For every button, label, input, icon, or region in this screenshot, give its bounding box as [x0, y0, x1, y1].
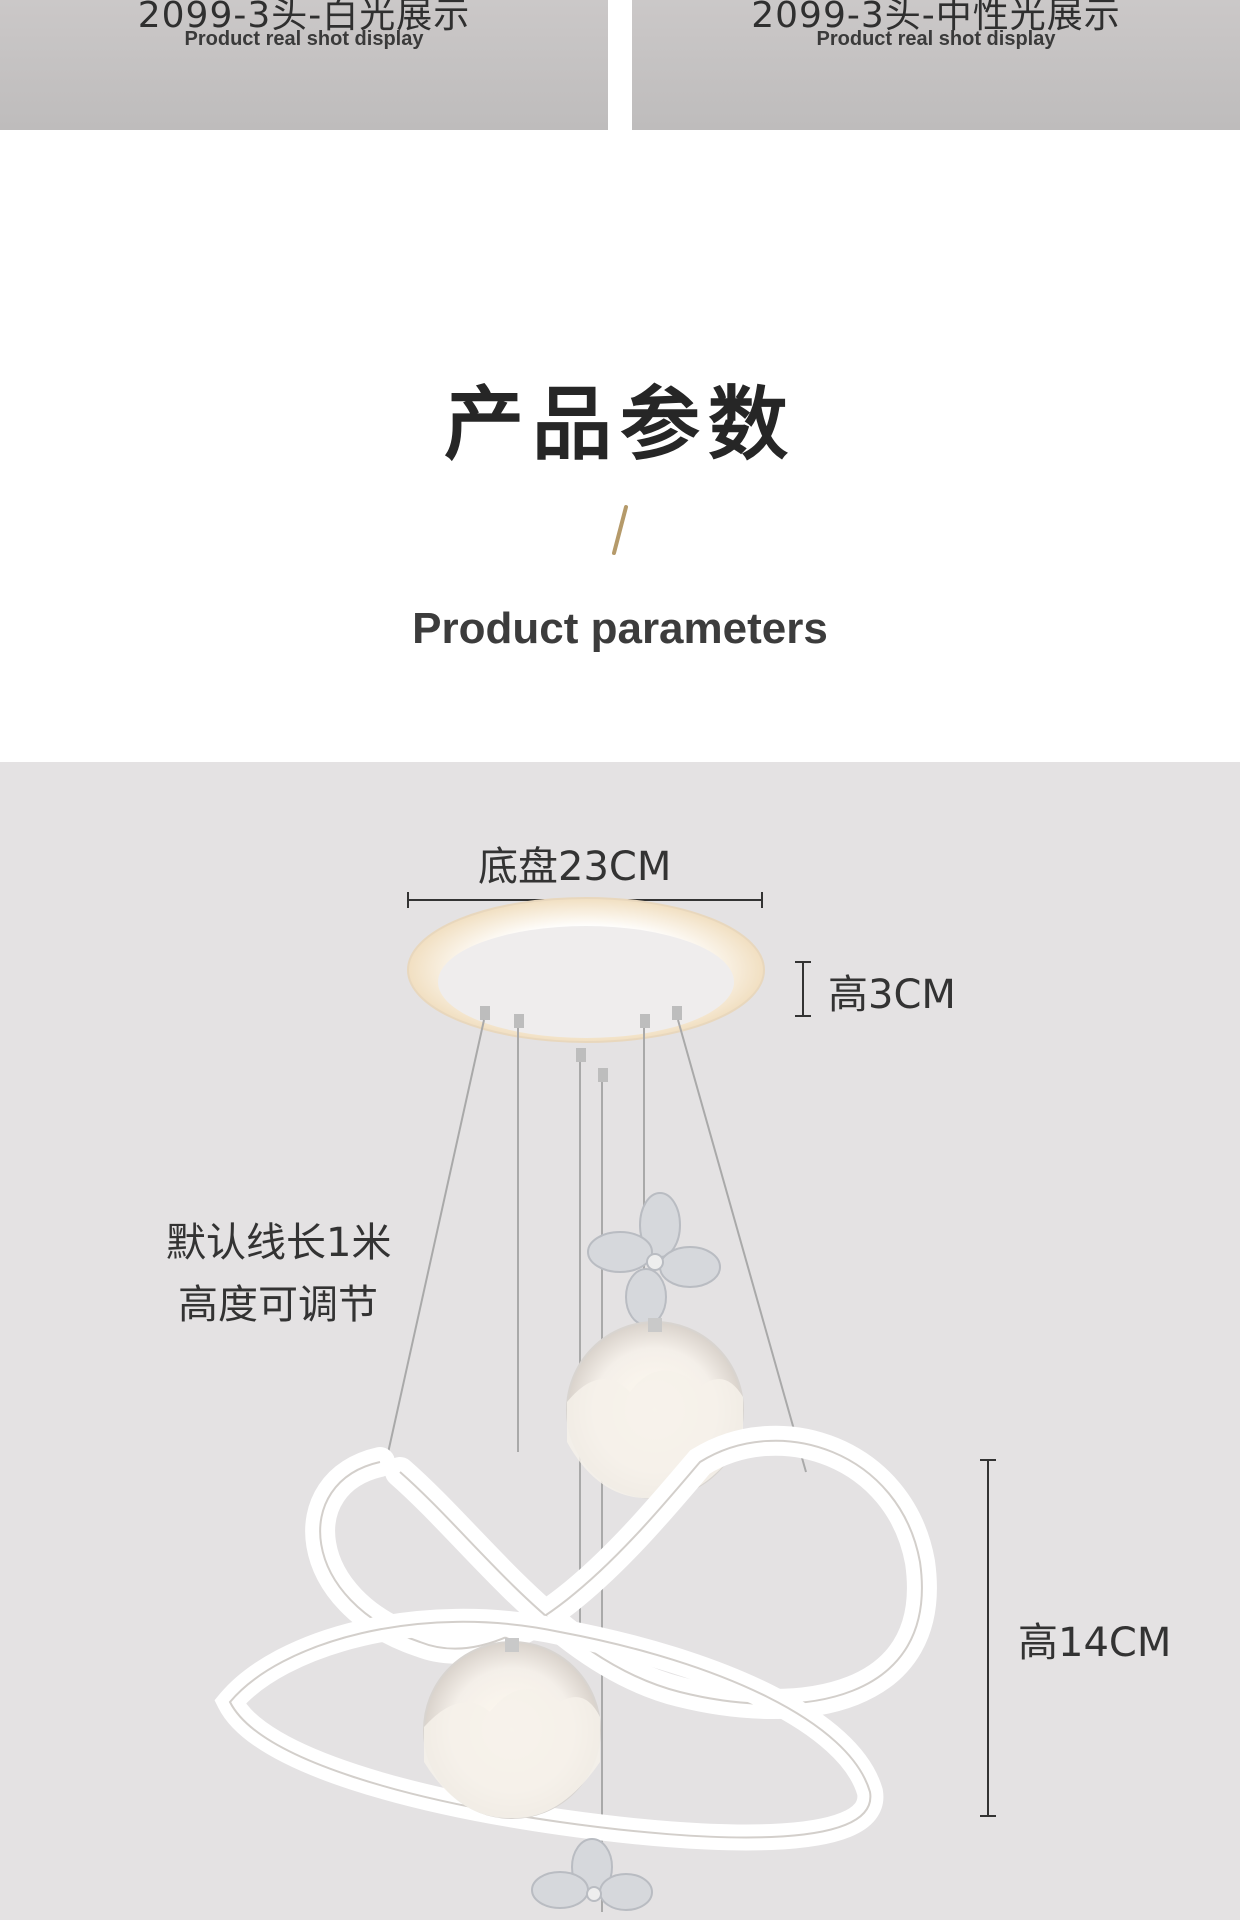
- section-title: 产品参数: [444, 378, 796, 471]
- base-diameter-label: 底盘23CM: [478, 844, 672, 890]
- base-height-dimension: [795, 961, 811, 1017]
- panel-title: 2099-3头-中性光展示: [751, 0, 1121, 36]
- body-height-label: 高14CM: [1018, 1620, 1172, 1666]
- cable-adjustable-label: 高度可调节: [178, 1282, 378, 1328]
- body-height-dimension: [980, 1459, 996, 1817]
- crystal-flower-top: [587, 1192, 721, 1332]
- panel-title: 2099-3头-白光展示: [137, 0, 471, 36]
- panel-subtitle: Product real shot display: [816, 28, 1056, 50]
- crystal-flower-bottom: [531, 1838, 653, 1911]
- panel-subtitle: Product real shot display: [184, 28, 424, 50]
- product-photo-white-light: 2099-3头-白光展示 Product real shot display: [0, 0, 608, 130]
- section-subtitle: Product parameters: [412, 604, 828, 653]
- spec-diagram-panel: 底盘23CM 高3CM 默认线长1米 高度可调节 高14CM: [0, 762, 1240, 1920]
- cable-length-label: 默认线长1米: [166, 1220, 392, 1266]
- base-height-label: 高3CM: [828, 972, 956, 1018]
- ceiling-canopy: [407, 897, 765, 1082]
- glass-globe-top: [566, 1318, 744, 1499]
- led-loop-rings: [214, 1425, 937, 1851]
- slash-divider: [612, 505, 628, 555]
- pendant-lamp-illustration: [214, 892, 996, 1912]
- product-photo-neutral-light: 2099-3头-中性光展示 Product real shot display: [632, 0, 1240, 130]
- glass-globe-bottom: [423, 1638, 601, 1819]
